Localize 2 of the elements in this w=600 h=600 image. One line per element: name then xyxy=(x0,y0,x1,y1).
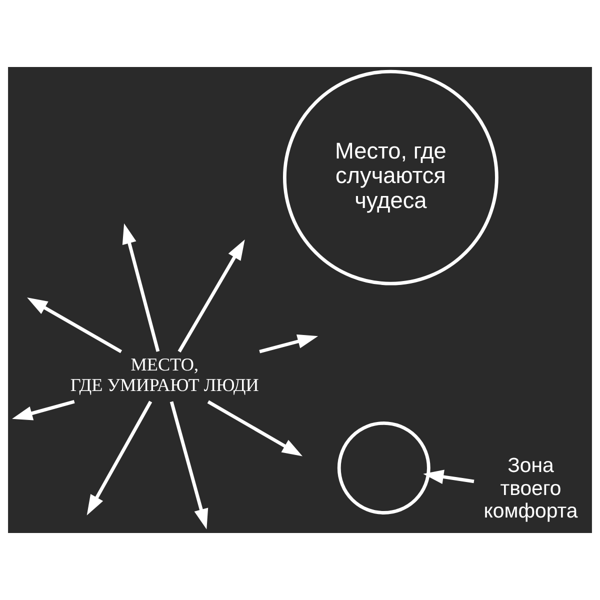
node-text: Зона твоего комфорта xyxy=(484,455,578,523)
node-text: МЕСТО, ГДЕ УМИРАЮТ ЛЮДИ xyxy=(70,354,259,396)
